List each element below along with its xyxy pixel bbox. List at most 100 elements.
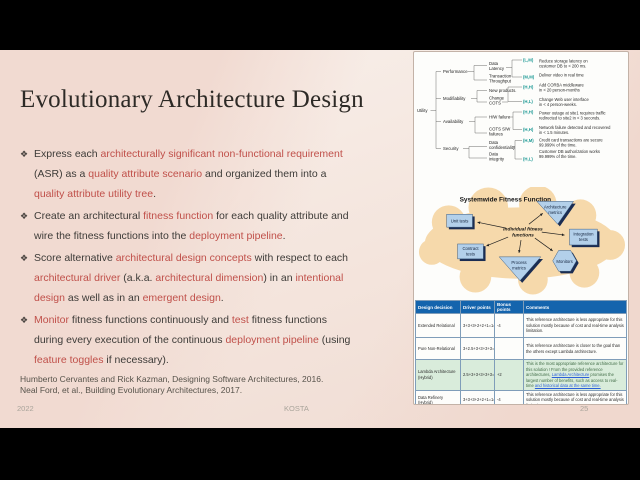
comment-link: Lambda Architecture (551, 372, 590, 378)
scenario-text: Deliver video in real time (539, 73, 585, 78)
scenario-text: redirected to site2 in < 3 seconds. (539, 116, 600, 121)
decision-table: Design decision Driver points Bonus poin… (415, 300, 627, 404)
scenario-text: 99.999% of the time. (539, 143, 577, 148)
bullet-segment: . (153, 188, 156, 200)
decision-cell: Extended Relational (415, 313, 461, 338)
node-label: Contract (462, 246, 479, 251)
scenario-text: Network failure detected and recovered (539, 125, 611, 130)
table-row: Data Refinery (Hybrid) 3+3+3+2+2+1=14 -4… (415, 389, 627, 404)
node-label: Monitors (556, 259, 572, 264)
bullet-marker-icon: ❖ (20, 149, 29, 159)
tree-branch-label: Modifiability (443, 96, 466, 101)
tree-node-label: COTS S/W (489, 127, 511, 132)
scenario-rank: (H,H) (523, 110, 534, 115)
bullet-marker-icon: ❖ (20, 315, 29, 325)
table-row: Extended Relational 3+3+3+2+2+1=14 -4 Th… (415, 313, 627, 338)
bullet-text: Create an architectural fitness function… (34, 206, 349, 246)
bullet-item: ❖ Create an architectural fitness functi… (20, 206, 392, 246)
table-row: Pure Non-Relational 3+2.5+3+3+3+3=17.5 T… (415, 337, 627, 360)
scenario-text: Change Web user interface (539, 97, 589, 102)
tree-node-label: New products. (489, 88, 516, 93)
driver-points-cell: 2.5+3+3+3+3+3=17.5 (460, 359, 495, 391)
tree-branch-label: Performance (443, 69, 468, 74)
unit-tests-node: Unit tests (446, 214, 475, 230)
bullet-segment: (ASR) as a (34, 168, 86, 180)
tree-root-label: Utility (417, 108, 428, 113)
node-label: metrics (548, 210, 562, 215)
bonus-points-cell: -4 (494, 313, 524, 338)
bullet-segment-accent: intentional design (34, 272, 344, 304)
column-header: Design decision (415, 300, 461, 314)
tree-node-label: COTS (489, 101, 501, 106)
scenario-text: customer DB to < 200 ms. (539, 64, 586, 69)
figure-panel: Utility Performance Modifiability Availa… (413, 51, 629, 405)
footer-org: KOSTA (284, 404, 309, 413)
bullet-segment: (a.k.a. (120, 272, 156, 284)
table-header-row: Design decision Driver points Bonus poin… (415, 300, 627, 314)
scenario-text: in < 20 person-months (539, 88, 580, 93)
scenario-rank: (H,L) (523, 99, 533, 104)
comment-underlined: and historical data at the same time. (534, 383, 601, 389)
bonus-points-cell: +2 (494, 359, 524, 391)
driver-points-cell: 3+2.5+3+3+3+3=17.5 (460, 337, 495, 360)
bullet-item: ❖ Express each architecturally significa… (20, 144, 392, 204)
bullet-segment-accent: test (231, 314, 249, 326)
tree-branch-label: Availability (443, 119, 464, 124)
footer-page-number: 25 (580, 404, 589, 413)
scenario-rank: (H,M) (523, 138, 534, 143)
integration-tests-node: Integration tests (569, 228, 600, 248)
contract-tests-node: Contract tests (457, 243, 486, 262)
page-title: Evolutionary Architecture Design (20, 86, 364, 113)
column-header: Bonus points (494, 300, 524, 314)
process-metrics-node: Process metrics (498, 256, 543, 283)
bullet-segment: with respect to each (254, 252, 349, 264)
scenario-rank: (H,H) (523, 127, 534, 132)
scenario-text: 99.999% of the time. (539, 154, 577, 159)
scenario-text: Power outage at site1 requires traffic (539, 111, 606, 116)
bonus-points-cell (494, 337, 524, 360)
table-row-highlighted: Lambda Architecture (Hybrid) 2.5+3+3+3+3… (415, 359, 627, 391)
column-header: Comments (523, 300, 627, 314)
footer-year: 2022 (17, 404, 34, 413)
bullet-segment-accent: quality attribute utility tree (34, 188, 154, 200)
tree-node-label: integrity (489, 157, 505, 162)
bullet-marker-icon: ❖ (20, 211, 29, 221)
bullet-segment: fitness functions continuously and (69, 314, 232, 326)
bullet-segment-accent: Monitor (34, 314, 70, 326)
tree-node-label: H/W failure (489, 115, 511, 120)
decision-cell: Data Refinery (Hybrid) (415, 389, 461, 404)
bullet-segment-accent: emergent design (142, 292, 221, 304)
bullet-segment: (using (321, 334, 351, 346)
tree-node-label: Data (489, 152, 499, 157)
utility-tree-figure: Utility Performance Modifiability Availa… (417, 58, 611, 162)
tree-branch-label: Security (443, 146, 459, 151)
tree-node-label: Change (489, 96, 505, 101)
bullet-text: Express each architecturally significant… (34, 144, 343, 204)
scenario-rank: (M,M) (523, 75, 535, 80)
scenario-text: Add CORBA middleware (539, 83, 585, 88)
scenario-rank: (L,M) (523, 58, 534, 63)
bullet-segment-accent: feature toggles (34, 354, 104, 366)
scenario-text: Credit card transactions are secure (539, 138, 603, 143)
bullet-item: ❖ Score alternative architectural design… (20, 248, 392, 308)
comment-cell: This reference architecture is closer to… (523, 337, 627, 360)
comment-part: This is the most appropriate reference a… (526, 361, 624, 378)
scenario-text: Customer DB authorization works (539, 149, 600, 154)
bullet-segment: fitness functions during every execution… (34, 314, 328, 346)
citation-line: Neal Ford, et al., Building Evolutionary… (20, 384, 243, 395)
fitness-function-figure: Systemwide Fitness Function Individual f… (418, 187, 626, 295)
node-label: tests (579, 237, 588, 242)
comment-cell: This reference architecture is less appr… (523, 313, 627, 338)
letterbox-top (0, 0, 640, 50)
tree-node-label: confidentiality (489, 145, 516, 150)
driver-points-cell: 3+3+3+2+2+1=14 (460, 313, 495, 338)
bullet-segment-accent: architectural dimension (155, 272, 264, 284)
scenario-text: in < 1.5 minutes. (539, 130, 569, 135)
bullet-segment-accent: architectural driver (34, 272, 121, 284)
comment-part: promises the largest number of benefits,… (526, 372, 618, 389)
decision-cell: Lambda Architecture (Hybrid) (415, 359, 461, 391)
bullet-segment-accent: deployment pipeline (189, 230, 283, 242)
bonus-points-cell: -4 (494, 389, 524, 404)
bullet-segment: Score alternative (34, 252, 116, 264)
